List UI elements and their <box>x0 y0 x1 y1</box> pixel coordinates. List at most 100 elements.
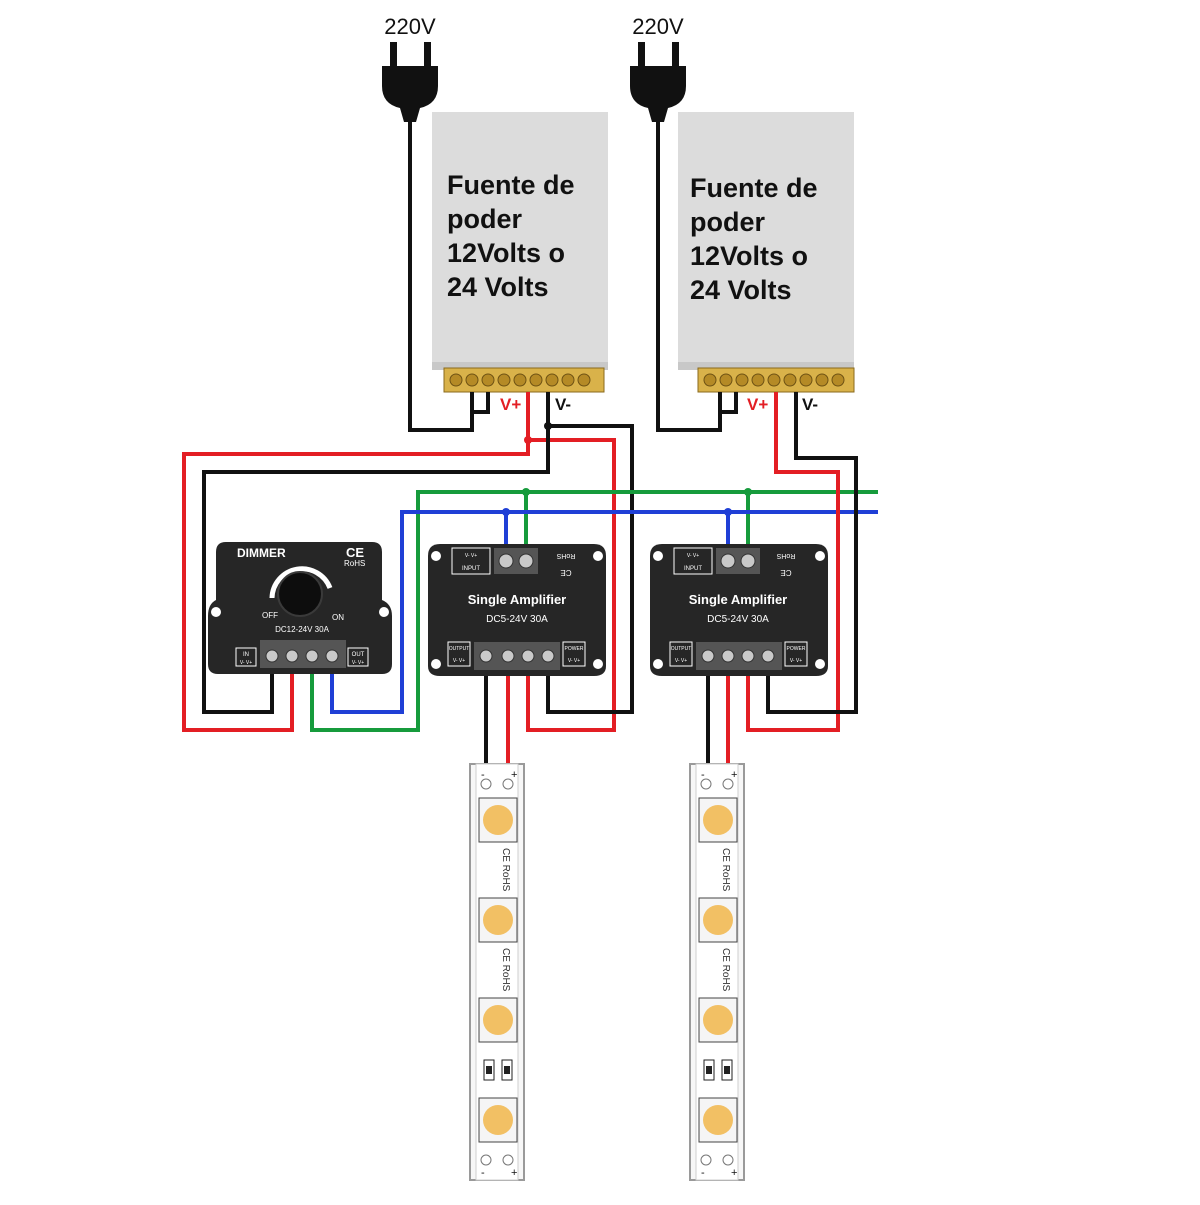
strip-plus-label: + <box>731 1167 737 1179</box>
mains-voltage-label: 220V <box>632 14 684 39</box>
screw-terminal-icon <box>265 649 279 663</box>
mains-cable-2 <box>656 122 738 432</box>
led-chip-icon <box>478 897 518 943</box>
dimmer-title: DIMMER <box>237 546 286 560</box>
strip-marking: CE RoHS <box>500 948 511 992</box>
resistor-icon <box>483 1059 513 1081</box>
strip-marking: CE RoHS <box>720 848 731 892</box>
led-chip-icon <box>478 797 518 843</box>
strip-minus-label: - <box>481 1167 485 1179</box>
mains-plug-2: 220V <box>630 14 686 122</box>
screw-terminal-icon <box>720 553 736 569</box>
led-chip-icon <box>478 1097 518 1143</box>
amp-title: Single Amplifier <box>468 592 566 607</box>
led-chip-icon <box>698 797 738 843</box>
wire-psu1-vplus-amp1 <box>526 438 616 732</box>
amp-power-pins: V- V+ <box>568 658 580 664</box>
amplifier-1: V- V+ INPUT RoHS CE Single Amplifier DC5… <box>428 544 606 676</box>
amp-power-label: POWER <box>787 646 806 652</box>
rohs-mark: RoHS <box>344 559 365 568</box>
screw-terminal-icon <box>741 649 755 663</box>
power-supply-2: Fuente de poder 12Volts o 24 Volts V+ V- <box>678 112 855 414</box>
dimmer-knob[interactable] <box>277 571 323 617</box>
amp-rating: DC5-24V 30A <box>707 614 769 625</box>
psu-description: Fuente de poder 12Volts o 24 Volts <box>447 170 582 302</box>
ce-mark: CE <box>780 568 791 577</box>
psu-description: Fuente de poder 12Volts o 24 Volts <box>690 173 825 305</box>
amp-input-label: INPUT <box>462 566 480 572</box>
mains-cable-1 <box>408 122 490 432</box>
rohs-mark: RoHS <box>776 552 795 559</box>
amp-power-label: POWER <box>565 646 584 652</box>
wire-psu1-vminus <box>202 392 550 714</box>
screw-terminal-icon <box>325 649 339 663</box>
dimmer-in-pins: V- V+ <box>240 660 252 666</box>
dimmer-in-label: IN <box>243 652 249 658</box>
wire-psu2-vminus <box>766 392 858 714</box>
mains-plug-1: 220V <box>382 14 438 122</box>
screw-terminal-icon <box>761 649 775 663</box>
screw-terminal-icon <box>518 553 534 569</box>
strip-plus-label: + <box>511 769 517 781</box>
amp-input-pins: V- V+ <box>465 553 477 559</box>
dimmer-out-pins: V- V+ <box>352 660 364 666</box>
strip-marking: CE RoHS <box>720 948 731 992</box>
dimmer-off-label: OFF <box>262 611 278 620</box>
led-chip-icon <box>698 997 738 1043</box>
strip-minus-label: - <box>701 769 705 781</box>
strip-plus-label: + <box>731 769 737 781</box>
dimmer-on-label: ON <box>332 613 344 622</box>
amp-output-pins: V- V+ <box>675 658 687 664</box>
dimmer-rating: DC12-24V 30A <box>275 625 329 634</box>
psu-vplus-label: V+ <box>500 395 521 414</box>
amp-power-pins: V- V+ <box>790 658 802 664</box>
strip-minus-label: - <box>481 769 485 781</box>
screw-terminal-icon <box>541 649 555 663</box>
psu-terminal-block <box>703 373 845 387</box>
plug-icon <box>382 66 438 122</box>
led-strip-2: - + CE RoHS CE RoHS - + <box>689 763 745 1181</box>
amp-output-pins: V- V+ <box>453 658 465 664</box>
screw-terminal-icon <box>740 553 756 569</box>
amplifier-2: V- V+ INPUT RoHS CE Single Amplifier DC5… <box>650 544 828 676</box>
strip-minus-label: - <box>701 1167 705 1179</box>
plug-icon <box>630 66 686 122</box>
screw-terminal-icon <box>285 649 299 663</box>
psu-vplus-label: V+ <box>747 395 768 414</box>
resistor-icon <box>703 1059 733 1081</box>
rohs-mark: RoHS <box>556 552 575 559</box>
amp-output-label: OUTPUT <box>449 646 470 652</box>
screw-terminal-icon <box>521 649 535 663</box>
mains-voltage-label: 220V <box>384 14 436 39</box>
wire-dimmer-out-plus <box>310 490 878 732</box>
screw-terminal-icon <box>498 553 514 569</box>
ce-mark: CE <box>346 545 364 560</box>
ce-mark: CE <box>560 568 571 577</box>
screw-terminal-icon <box>479 649 493 663</box>
amp-output-label: OUTPUT <box>671 646 692 652</box>
amp-title: Single Amplifier <box>689 592 787 607</box>
amp-input-label: INPUT <box>684 566 702 572</box>
wire-psu1-vminus-amp1 <box>546 424 634 714</box>
led-strip-1: - + CE RoHS CE RoHS - + <box>469 763 525 1181</box>
amp-rating: DC5-24V 30A <box>486 614 548 625</box>
power-supply-1: Fuente de poder 12Volts o 24 Volts V+ V- <box>432 112 608 414</box>
wire-psu2-vplus <box>746 392 840 732</box>
dimmer-out-label: OUT <box>352 652 365 658</box>
screw-terminal-icon <box>305 649 319 663</box>
strip-marking: CE RoHS <box>500 848 511 892</box>
wire-junctions <box>502 422 752 516</box>
wire-dimmer-out-minus <box>330 510 878 714</box>
led-chip-icon <box>698 1097 738 1143</box>
screw-terminal-icon <box>701 649 715 663</box>
led-chip-icon <box>478 997 518 1043</box>
screw-terminal-icon <box>721 649 735 663</box>
strip-plus-label: + <box>511 1167 517 1179</box>
psu-vminus-label: V- <box>555 395 571 414</box>
psu-vminus-label: V- <box>802 395 818 414</box>
led-chip-icon <box>698 897 738 943</box>
screw-terminal-icon <box>501 649 515 663</box>
psu-terminal-block <box>449 373 591 387</box>
dimmer-module: DIMMER CE RoHS OFF ON DC12-24V 30A IN V-… <box>208 542 392 674</box>
